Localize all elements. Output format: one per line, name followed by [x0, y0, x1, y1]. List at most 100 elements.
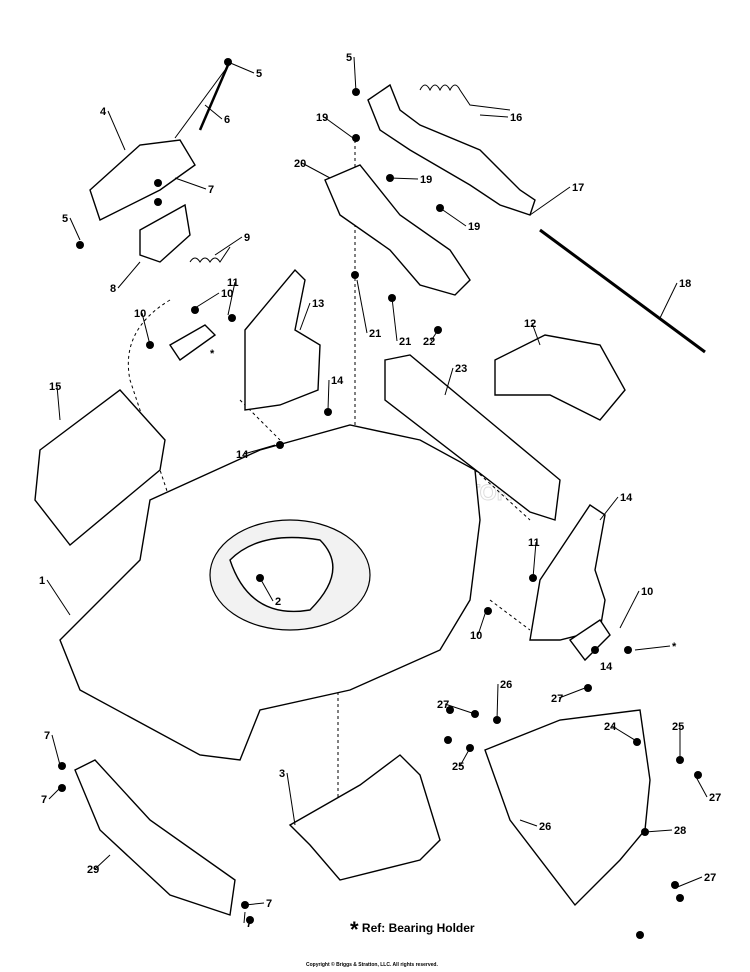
callout-label: 14: [600, 661, 613, 673]
callout-label: 21: [369, 328, 381, 340]
fastener-icon: [624, 646, 632, 654]
fastener-icon: [636, 931, 644, 939]
callout-label: 11: [227, 277, 239, 289]
callout-label: 8: [110, 283, 116, 295]
callout-label: 24: [604, 721, 617, 733]
bracket: [139, 203, 191, 263]
reference-note: * Ref: Bearing Holder: [350, 917, 475, 943]
callout-label: 5: [256, 68, 262, 80]
callout-label: 10: [221, 288, 233, 300]
leader-line: [496, 683, 499, 721]
fastener-icon: [324, 408, 332, 416]
leader-line: [259, 577, 274, 602]
callout-label: 14: [331, 375, 344, 387]
callout-label: 29: [87, 864, 99, 876]
bearing-holder-right: [568, 619, 611, 662]
fastener-icon: [191, 306, 199, 314]
baffle: [288, 754, 441, 881]
callout-label: 27: [704, 872, 716, 884]
callout-label: 5: [62, 213, 68, 225]
leader-line: [243, 444, 276, 455]
spring: [189, 246, 231, 263]
callout-label: 4: [100, 106, 107, 118]
callout-label: 25: [672, 721, 684, 733]
callout-label: 13: [312, 298, 324, 310]
callout-label: 3: [279, 768, 285, 780]
fastener-icon: [444, 736, 452, 744]
callout-label: 27: [709, 792, 721, 804]
fastener-icon: [351, 271, 359, 279]
leader-line: [46, 579, 71, 616]
fastener-icon: [246, 916, 254, 924]
callout-label: 16: [510, 112, 522, 124]
callout-label: 12: [524, 318, 536, 330]
note-text: Ref: Bearing Holder: [361, 921, 475, 935]
fastener-icon: [584, 684, 592, 692]
leader-line: [532, 541, 537, 579]
leader-line: [327, 379, 330, 411]
leader-line: [174, 177, 207, 190]
rear-door: [34, 389, 166, 547]
leader-line: [519, 819, 538, 827]
callout-label: 28: [674, 825, 686, 837]
leader-line: [444, 703, 476, 715]
callout-label: 10: [134, 308, 146, 320]
callout-label: 23: [455, 363, 467, 375]
discharge-chute: [484, 709, 651, 907]
callout-label: 19: [468, 221, 480, 233]
callout-label: 18: [679, 278, 691, 290]
callout-label: 7: [44, 730, 50, 742]
callout-label: 27: [437, 699, 449, 711]
cover: [89, 139, 196, 221]
leader-line: [619, 590, 640, 629]
callout-label: 14: [236, 449, 249, 461]
fastener-icon: [154, 179, 162, 187]
fastener-icon: [228, 314, 236, 322]
leader-line: [444, 367, 454, 396]
fastener-icon: [352, 134, 360, 142]
blade-opening: [229, 536, 334, 613]
leader-line: [558, 687, 586, 699]
copyright: Copyright © Briggs & Stratton, LLC. All …: [306, 962, 438, 968]
callout-label: 7: [208, 184, 214, 196]
leader-line: [323, 116, 354, 139]
callout-label: *: [210, 348, 215, 360]
leader-line: [439, 207, 467, 227]
callout-label: 19: [420, 174, 432, 186]
callout-label: 26: [500, 679, 512, 691]
leader-line: [659, 282, 678, 319]
leader-line: [117, 261, 141, 289]
skirt: [74, 759, 236, 916]
callouts: 5647589111010*13141415123297777519201919…: [39, 52, 721, 930]
rear-baffle: [384, 354, 561, 521]
bearing-holder-left: [169, 324, 217, 361]
callout-label: 9: [244, 232, 250, 244]
fastener-icon: [154, 198, 162, 206]
leader-line: [244, 902, 265, 906]
spring-16: [419, 84, 511, 111]
leader-line: [477, 610, 487, 636]
fastener-icon: [446, 706, 454, 714]
callout-label: 22: [423, 336, 435, 348]
callout-label: 20: [294, 158, 306, 170]
leader-line: [644, 829, 673, 833]
leader-line: [674, 876, 703, 889]
mulch-plug: [494, 334, 626, 421]
leader-line: [459, 747, 471, 767]
callout-label: 27: [551, 693, 563, 705]
callout-label: 5: [346, 52, 352, 64]
leader-line: [48, 787, 61, 800]
leader-line: [694, 774, 708, 798]
leader-line: [227, 281, 236, 316]
leader-line: [529, 186, 571, 216]
leader-line: [286, 772, 296, 826]
leader-line: [356, 279, 368, 334]
leader-line: [391, 297, 398, 342]
asterisk: *: [350, 917, 359, 942]
callout-label: 1: [39, 575, 45, 587]
callout-label: 17: [572, 182, 584, 194]
fastener-icon: [484, 607, 492, 615]
leader-line: [430, 329, 439, 342]
leader-line: [107, 110, 126, 151]
